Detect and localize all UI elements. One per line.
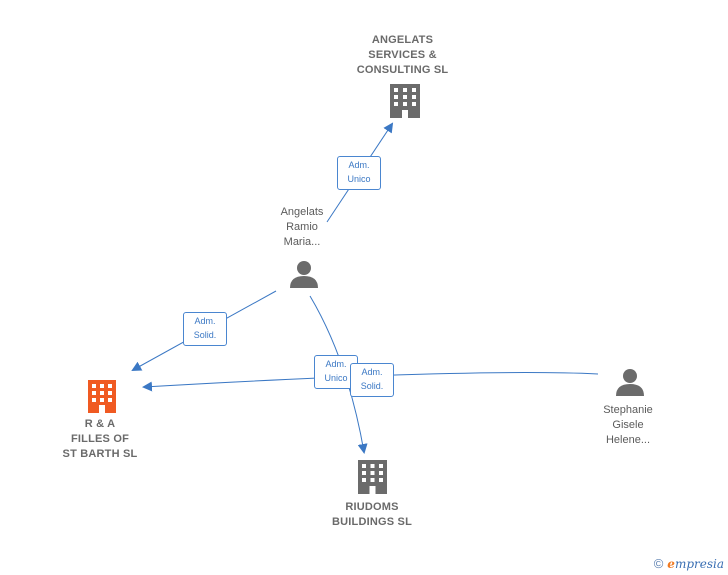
brand-name: mpresia — [674, 556, 724, 571]
person-icon[interactable] — [290, 261, 318, 288]
edge-label-adm-unico: Adm. Unico — [337, 156, 381, 190]
copyright-symbol: © — [653, 556, 664, 571]
edge-label-adm-solid: Adm. Solid. — [183, 312, 227, 346]
person-label-angelats-ramio[interactable]: Angelats Ramio Maria... — [280, 206, 324, 248]
brand-logo: empresia — [667, 557, 724, 571]
empresia-watermark: © empresia — [654, 556, 724, 571]
company-label-rafilles[interactable]: R & A FILLES OF ST BARTH SL — [62, 418, 138, 460]
building-icon-highlighted[interactable] — [88, 380, 116, 413]
company-label-riudoms[interactable]: RIUDOMS BUILDINGS SL — [331, 501, 412, 528]
brand-initial: e — [667, 556, 675, 571]
building-icon[interactable] — [390, 84, 420, 118]
building-icon[interactable] — [358, 460, 387, 494]
person-label-stephanie[interactable]: Stephanie Gisele Helene... — [603, 404, 653, 446]
edge-stephanie-to-rafilles — [142, 372, 599, 392]
person-icon[interactable] — [616, 369, 644, 396]
edge-label-adm-solid: Adm. Solid. — [350, 363, 394, 397]
company-label-angelats-services[interactable]: ANGELATS SERVICES & CONSULTING SL — [356, 34, 449, 76]
